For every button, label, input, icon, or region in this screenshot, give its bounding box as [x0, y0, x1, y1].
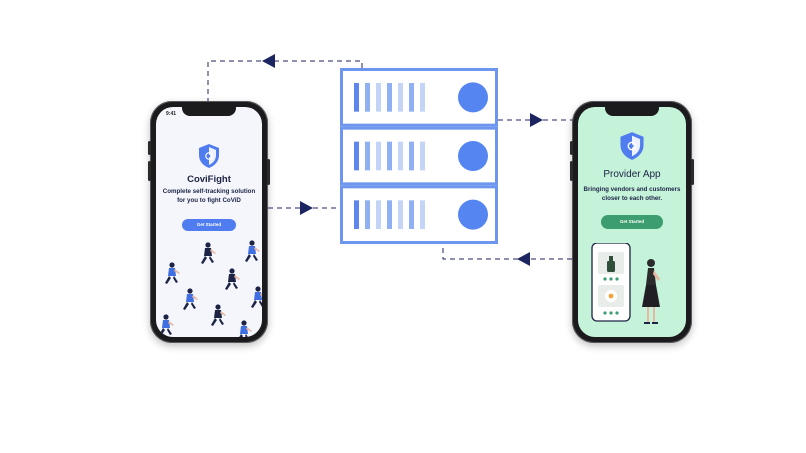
server-vent-bar [365, 200, 370, 229]
get-started-button[interactable]: Get Started [182, 219, 236, 231]
phone-side-button [691, 159, 694, 185]
arrow-server-to-left-phone [207, 60, 363, 101]
server-vent-bar [376, 141, 381, 171]
runner-figure [159, 314, 174, 336]
bottle-icon [609, 256, 613, 261]
server-vent-bar [409, 83, 414, 112]
phone-notch [182, 107, 236, 116]
vendor-shop-illustration [591, 243, 660, 324]
server-vent-bar [376, 200, 381, 229]
server-vent-bar [387, 83, 392, 112]
status-dot [615, 277, 619, 281]
arrowhead-right-phone-incoming [530, 113, 543, 127]
bottle-icon [607, 261, 615, 272]
server-vent-bar [365, 83, 370, 112]
woman-figure [642, 259, 660, 324]
server-vent-bar [398, 83, 403, 112]
status-dot [603, 311, 607, 315]
running-people-illustration [159, 240, 262, 337]
server-vent-bar [354, 200, 359, 229]
app-description: Complete self-tracking solution for you … [162, 188, 256, 204]
server-vent-bar [354, 83, 359, 112]
runner-figure [165, 262, 180, 284]
server-rack-icon [340, 68, 498, 244]
server-vent-bar [409, 200, 414, 229]
egg-icon [608, 293, 614, 299]
status-dot [609, 311, 613, 315]
server-vent-bar [387, 141, 392, 171]
runner-figure [201, 242, 216, 264]
runner-figure [245, 240, 260, 262]
server-vent-bar [354, 141, 359, 171]
server-status-disk [458, 141, 488, 171]
phone-side-button [148, 161, 151, 181]
get-started-button[interactable]: Get Started [601, 215, 663, 229]
runner-figure [183, 288, 198, 310]
app-description: Bringing vendors and customers closer to… [583, 186, 681, 202]
shield-virus-icon [620, 132, 644, 160]
arrowhead-left-phone-incoming [262, 54, 275, 68]
provider-app-phone: Provider App Bringing vendors and custom… [570, 101, 694, 343]
arrow-right-phone-to-server [442, 244, 572, 260]
phone-notch [605, 107, 659, 116]
server-vent-bar [420, 83, 425, 112]
server-vent-bar [409, 141, 414, 171]
server-vent-bar [387, 200, 392, 229]
phone-side-button [148, 141, 151, 155]
status-dot [609, 277, 613, 281]
status-time: 9:41 [166, 111, 177, 117]
server-vent-bar [420, 141, 425, 171]
server-vent-bar [420, 200, 425, 229]
arrowhead-server-incoming-left [300, 201, 313, 215]
status-dot [603, 277, 607, 281]
runner-figure [251, 286, 262, 308]
shield-virus-icon [199, 144, 219, 168]
phone-side-button [267, 159, 270, 185]
app-title: Provider App [603, 169, 661, 180]
app-title: CoviFight [187, 174, 231, 185]
server-vent-bar [398, 141, 403, 171]
server-status-disk [458, 82, 488, 113]
server-vent-bar [365, 141, 370, 171]
status-dot [615, 311, 619, 315]
runner-figure [225, 268, 240, 290]
covifight-screen: 9:41 CoviFight Complete self-tracking so… [156, 107, 262, 337]
runner-figure [211, 304, 226, 326]
server-vent-bar [398, 200, 403, 229]
provider-app-screen: Provider App Bringing vendors and custom… [578, 107, 686, 337]
covifight-phone: 9:41 CoviFight Complete self-tracking so… [148, 101, 270, 343]
runner-figure [239, 320, 252, 337]
phone-side-button [570, 161, 573, 181]
server-vent-bar [376, 83, 381, 112]
server-status-disk [458, 199, 488, 230]
phone-side-button [570, 141, 573, 155]
arrowhead-server-incoming-right [517, 252, 530, 266]
